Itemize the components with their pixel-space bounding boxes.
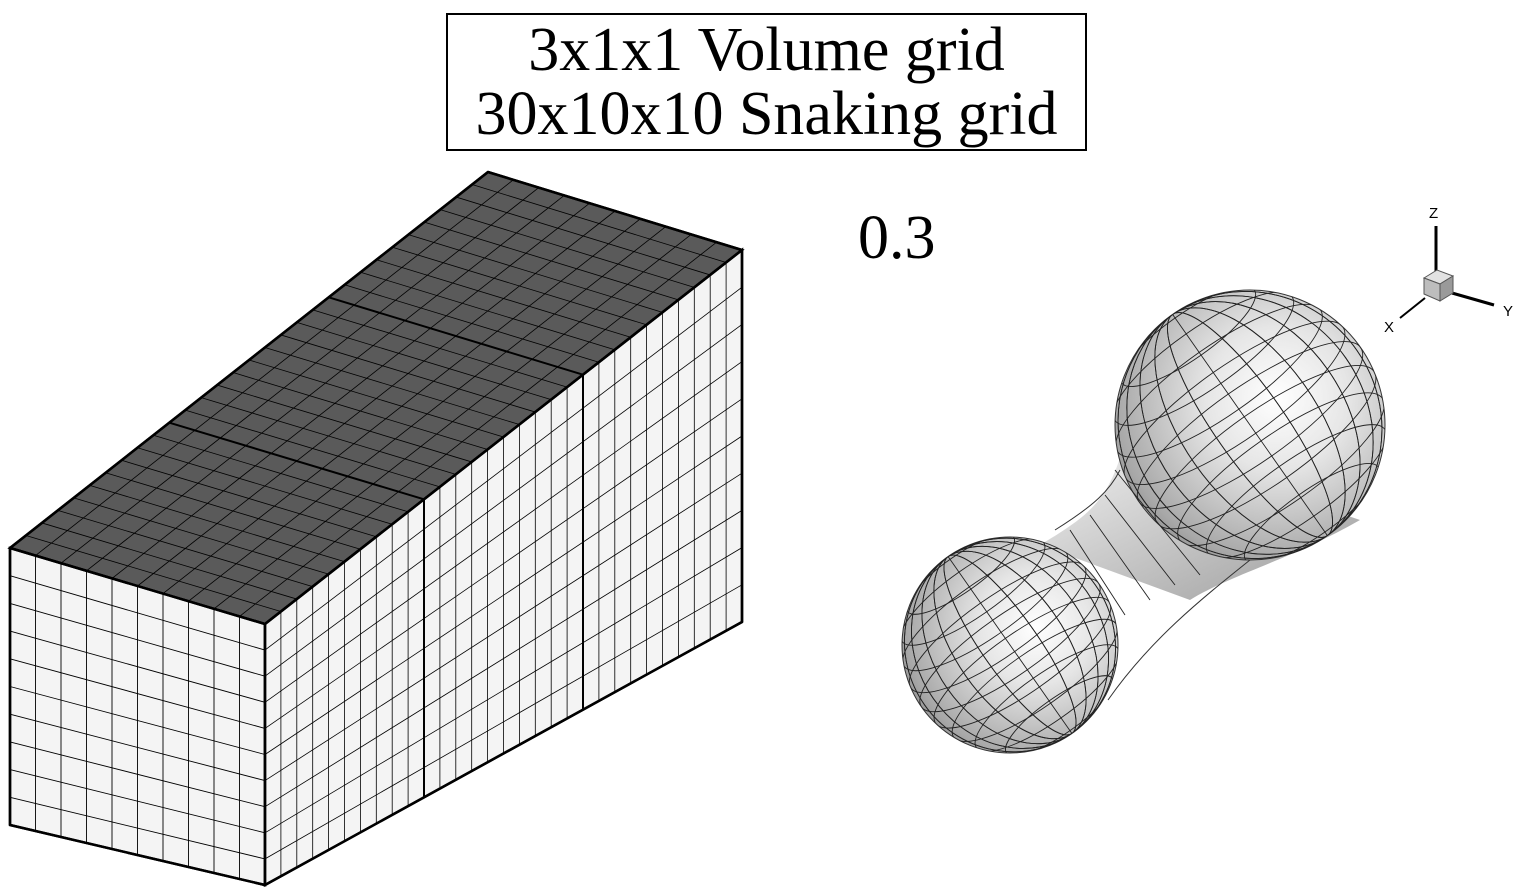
top-grid-width bbox=[213, 234, 692, 610]
side-grid-horizontal bbox=[264, 472, 743, 781]
side-grid-horizontal bbox=[264, 584, 743, 860]
title-line-2: 30x10x10 Snaking grid bbox=[475, 80, 1058, 148]
mesh-parallel bbox=[1115, 291, 1295, 426]
top-grid-width bbox=[60, 187, 540, 564]
front-grid-horizontal bbox=[9, 796, 266, 860]
top-grid-width bbox=[188, 226, 667, 602]
mesh-parallel bbox=[1123, 320, 1346, 486]
box-edge bbox=[9, 823, 266, 887]
side-grid-horizontal bbox=[264, 324, 743, 677]
box-edge bbox=[9, 171, 489, 549]
mesh-neck-line bbox=[1114, 469, 1201, 576]
side-grid-horizontal bbox=[264, 435, 743, 755]
mesh-neck-line bbox=[1089, 514, 1151, 601]
z-axis-label: Z bbox=[1429, 205, 1438, 222]
front-grid-horizontal bbox=[9, 602, 266, 677]
mesh-neck-line bbox=[1104, 494, 1176, 586]
mesh-parallel bbox=[905, 537, 1015, 615]
y-axis-label: Y bbox=[1503, 303, 1513, 320]
side-grid-horizontal bbox=[264, 510, 743, 808]
value-label: 0.3 bbox=[858, 204, 936, 272]
axis-cube-right bbox=[1439, 275, 1454, 302]
y-axis-line bbox=[1451, 291, 1495, 307]
box-edge bbox=[264, 620, 743, 887]
side-grid-horizontal bbox=[264, 286, 743, 651]
front-grid-horizontal bbox=[9, 575, 266, 651]
mesh-parallel bbox=[1154, 364, 1377, 530]
front-grid-horizontal bbox=[9, 713, 266, 782]
top-grid-width bbox=[162, 218, 641, 594]
side-grid-horizontal bbox=[264, 361, 743, 703]
box-edge bbox=[264, 249, 743, 625]
surface-lobe-small bbox=[901, 536, 1119, 754]
front-grid-horizontal bbox=[9, 630, 266, 703]
front-grid-horizontal bbox=[9, 769, 266, 834]
mesh-parallel bbox=[908, 561, 1087, 694]
box-edge bbox=[487, 170, 743, 252]
volume-grid-box bbox=[7, 170, 745, 888]
axis-triad: Z Y X bbox=[1384, 205, 1513, 336]
x-axis-label: X bbox=[1384, 319, 1394, 336]
snaking-surface bbox=[901, 289, 1386, 754]
top-grid-width bbox=[239, 241, 717, 617]
top-grid-width bbox=[137, 210, 616, 587]
front-grid-horizontal bbox=[9, 741, 266, 808]
front-grid-horizontal bbox=[9, 658, 266, 729]
surface-neck-bottom-edge bbox=[1107, 559, 1251, 701]
top-grid-width bbox=[35, 179, 514, 556]
top-grid-width bbox=[86, 195, 565, 572]
mesh-neck-line bbox=[1069, 529, 1126, 616]
front-grid-horizontal bbox=[9, 686, 266, 755]
title-line-1: 3x1x1 Volume grid bbox=[528, 16, 1005, 84]
title-box: 3x1x1 Volume grid 30x10x10 Snaking grid bbox=[446, 13, 1087, 151]
mesh-parallel bbox=[933, 596, 1112, 729]
top-grid-width bbox=[111, 202, 590, 579]
surface-neck-top-edge bbox=[1054, 469, 1121, 531]
side-grid-horizontal bbox=[264, 547, 743, 834]
x-axis-line bbox=[1399, 297, 1426, 319]
side-grid-horizontal bbox=[264, 398, 743, 729]
box-edge bbox=[9, 546, 266, 626]
